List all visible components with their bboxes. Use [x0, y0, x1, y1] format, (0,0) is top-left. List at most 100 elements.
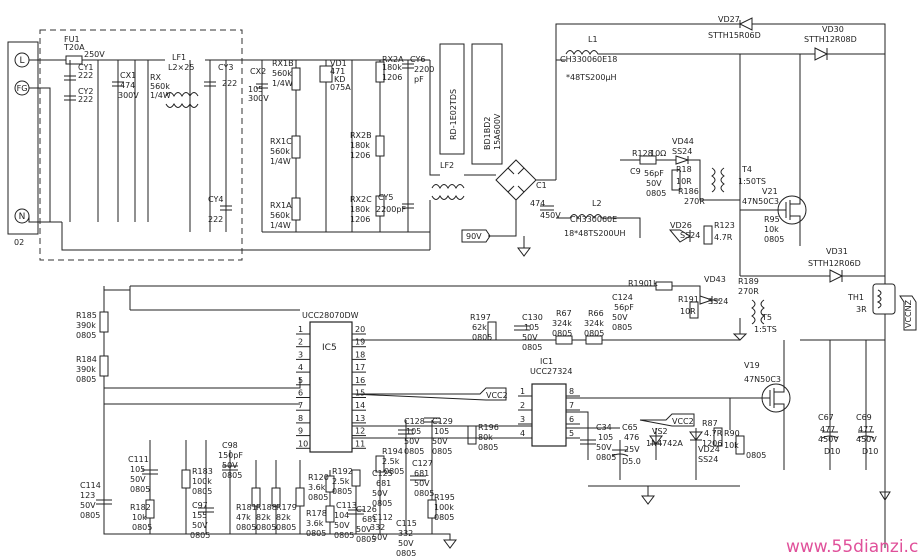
cy-verticals [209, 60, 227, 232]
r182-resistor [145, 499, 155, 519]
r67-value: 324k [552, 319, 572, 328]
vd31-diode [739, 100, 885, 283]
r186-value: 270R [684, 197, 705, 206]
rx1b-resistor [291, 67, 301, 91]
ic-pin-number: 6 [569, 415, 574, 424]
c67-voltage: 450V [818, 435, 839, 444]
r195-resistor [427, 499, 437, 519]
cy5-name: CY5 [378, 193, 393, 202]
c67-size: D10 [824, 447, 840, 456]
r18-resistor [671, 169, 681, 191]
gate-out-wire [566, 397, 731, 430]
rx-value: 560k [150, 82, 170, 91]
r179-name: R179 [276, 503, 297, 512]
terminal-l-label: L [19, 56, 24, 66]
t5-secondary [760, 299, 765, 325]
c97-voltage: 50V [192, 521, 208, 530]
c65-voltage: 25V [624, 445, 640, 454]
vd1-code: 471 [330, 67, 345, 76]
r120-resistor [325, 475, 335, 493]
c98-cap [222, 465, 238, 471]
c65-value: 476 [624, 433, 639, 442]
vd30-diode [739, 47, 885, 100]
rx2a-name: RX2A [382, 55, 404, 64]
vd30-part: STTH12R08D [804, 35, 857, 44]
rx2a-value: 180k [382, 63, 402, 72]
c128-name: C128 [404, 417, 425, 426]
c128-value: 105 [406, 427, 421, 436]
c111-voltage: 50V [130, 475, 146, 484]
c125-package: 0805 [372, 499, 392, 508]
r178-name: R178 [306, 509, 327, 518]
r128-name: R128 [632, 149, 653, 158]
hv-output-label: VCCNZ [904, 299, 913, 328]
lf1-value: L2×25 [168, 63, 194, 72]
cy1-value: 222 [78, 71, 93, 80]
cy5-value: 2200pF [376, 205, 406, 214]
r66-resistor [585, 335, 603, 345]
bd-name: BD1BD2 [483, 117, 492, 150]
r192-name: R192 [332, 467, 353, 476]
vd31-part: STTH12R06D [808, 259, 861, 268]
vd26-diode [668, 229, 691, 243]
bridge-rectifier [495, 159, 537, 201]
c111-value: 105 [130, 465, 145, 474]
th1-name: TH1 [847, 293, 864, 302]
r188-package: 0805 [256, 523, 276, 532]
r192-package: 0805 [332, 487, 352, 496]
emi-filter-box [39, 29, 243, 261]
t5-ratio: 1:5TS [754, 325, 777, 334]
net-90v-flag [461, 229, 491, 243]
fg-wire [29, 87, 51, 222]
r191-resistor [689, 301, 699, 319]
c114-package: 0805 [80, 511, 100, 520]
r183-resistor [181, 469, 191, 489]
fu1-voltage: 250V [84, 50, 105, 59]
r87-resistor [713, 427, 723, 447]
c1-cap [540, 205, 554, 211]
c126-name: C126 [356, 505, 377, 514]
ic-pin-number: 19 [355, 338, 365, 347]
c69-size: D10 [862, 447, 878, 456]
r67-resistor [555, 335, 573, 345]
c129-cap [424, 417, 440, 423]
rx2c-package: 1206 [350, 215, 370, 224]
cx1-value: 474 [120, 81, 135, 90]
c97-name: C97 [192, 501, 208, 510]
rx1a-name: RX1A [270, 201, 292, 210]
bd-rating: 15A600V [493, 113, 502, 150]
c128-package: 0805 [404, 447, 424, 456]
bridge-module [471, 43, 503, 165]
c127-value: 681 [414, 469, 429, 478]
c65-name: C65 [622, 423, 638, 432]
pfc-input-rail [555, 23, 700, 180]
ic-pin-number: 1 [520, 387, 525, 396]
cx1-voltage: 300V [118, 91, 139, 100]
cy4-cap [220, 205, 232, 211]
vd26-name: VD26 [670, 221, 692, 230]
rx1b-name: RX1B [272, 59, 294, 68]
r196-name: R196 [478, 423, 499, 432]
c114-voltage: 50V [80, 501, 96, 510]
c1-voltage: 450V [540, 211, 561, 220]
t4-name: T4 [741, 165, 752, 174]
c65-capacitor [611, 449, 629, 457]
r67-name: R67 [556, 309, 572, 318]
r181-resistor [251, 487, 261, 507]
r123-value: 4.7R [714, 233, 733, 242]
cy6-value: 2200 [414, 65, 434, 74]
c129-package: 0805 [432, 447, 452, 456]
ic-pin-number: 2 [298, 338, 303, 347]
c9-value: 56pF [644, 169, 664, 178]
rd-module [439, 43, 465, 155]
c129-voltage: 50V [432, 437, 448, 446]
c65-size: D5.0 [622, 457, 641, 466]
cy1-cap [64, 75, 76, 81]
r194-name: R194 [382, 447, 403, 456]
vd26-part: SS24 [680, 231, 700, 240]
r182-value: 10k [132, 513, 147, 522]
lf2-coil-top [431, 184, 465, 190]
th1-thermistor [872, 283, 896, 315]
ic-pin-number: 8 [298, 414, 303, 423]
ic-pin-number: 11 [355, 439, 365, 448]
